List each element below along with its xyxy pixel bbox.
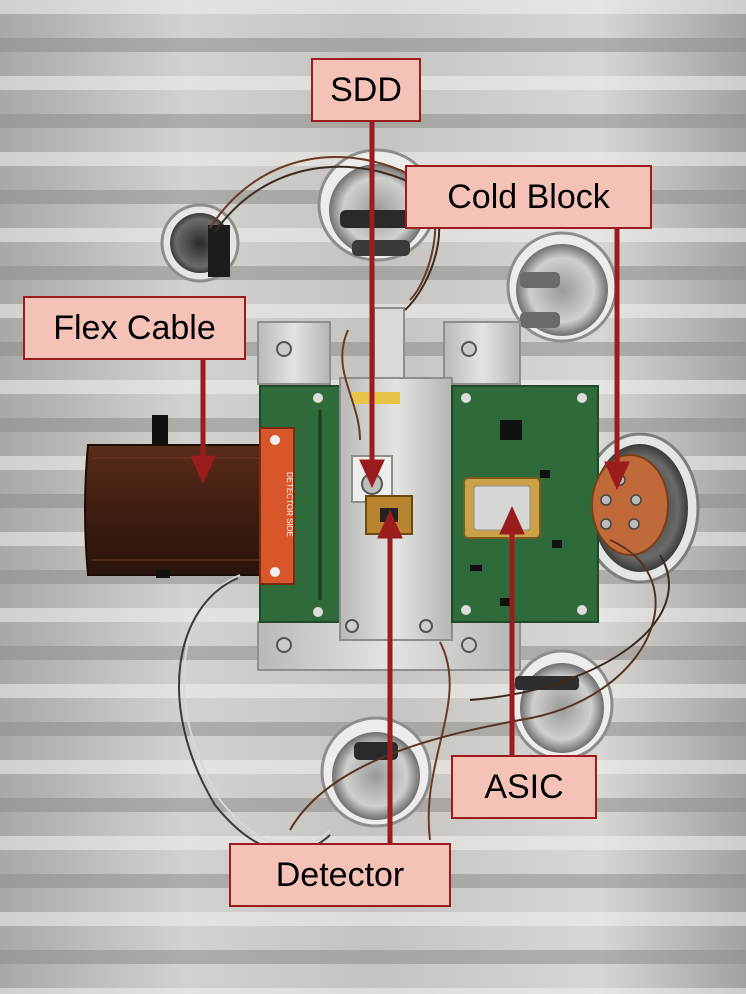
background-stripe — [0, 950, 746, 964]
callout-pointers — [190, 122, 630, 843]
port-hole-upper-left — [160, 203, 240, 283]
port-hole-top-right — [506, 231, 618, 343]
port-hole-lower-right — [510, 649, 614, 761]
connector-silkscreen-text: DETECTOR SIDE — [285, 472, 294, 537]
background-stripe — [0, 988, 746, 994]
label-asic: ASIC — [451, 755, 597, 819]
background-stripe — [0, 0, 746, 14]
background-stripe — [0, 684, 746, 698]
flex-cable — [84, 415, 273, 578]
port-hole-bottom-center — [320, 716, 432, 828]
cold-head-copper — [591, 454, 669, 556]
label-cold-block: Cold Block — [405, 165, 652, 229]
background-stripe — [0, 912, 746, 926]
flex-connector-board: DETECTOR SIDE — [259, 427, 295, 585]
label-sdd: SDD — [311, 58, 421, 122]
label-flex-cable: Flex Cable — [23, 296, 246, 360]
background-stripe — [0, 38, 746, 52]
label-detector: Detector — [229, 843, 451, 907]
